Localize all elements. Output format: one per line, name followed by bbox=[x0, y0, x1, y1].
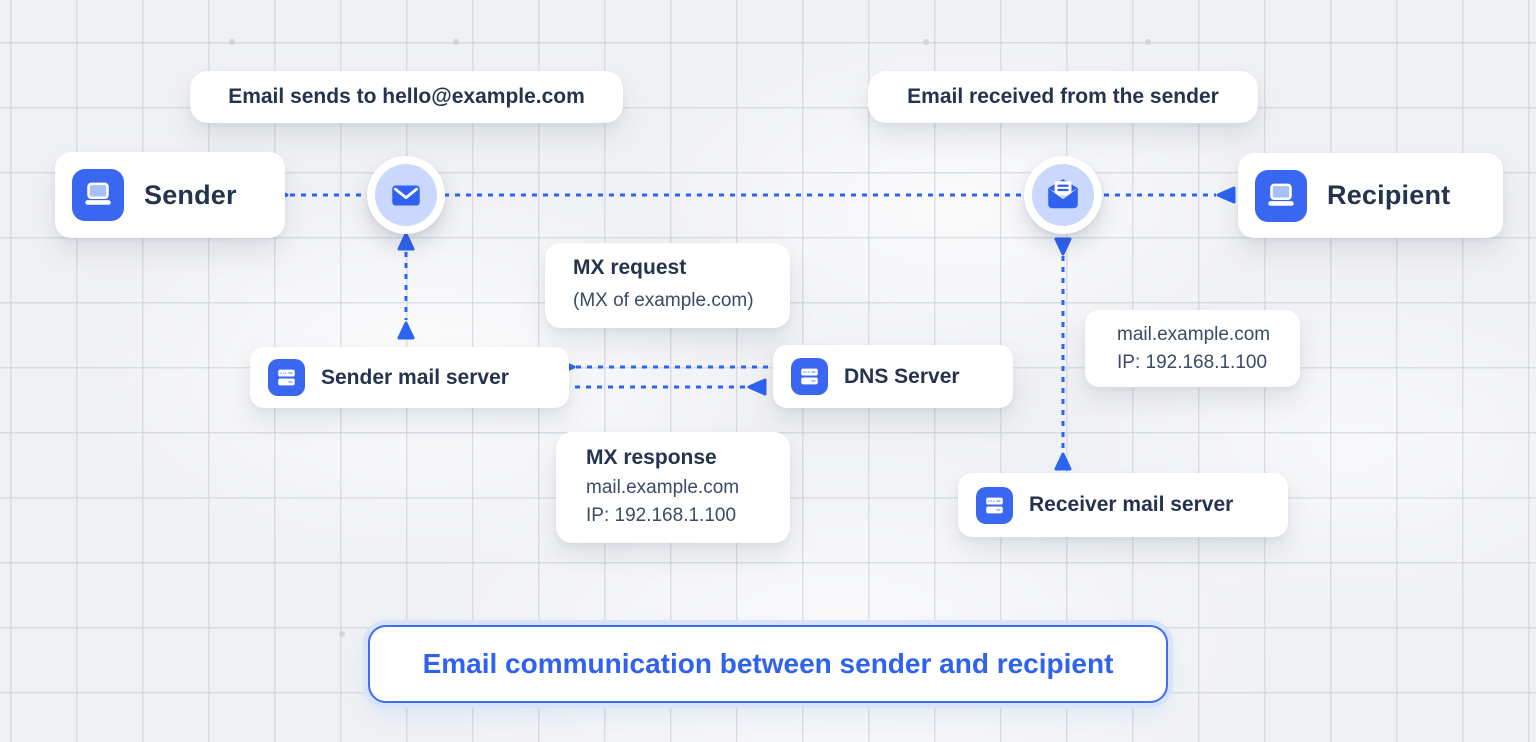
node-receiver-mail-server: Receiver mail server bbox=[958, 473, 1288, 537]
envelope-closed-icon bbox=[375, 164, 437, 226]
node-dns-server-label: DNS Server bbox=[844, 364, 960, 388]
grid-dot bbox=[1145, 39, 1151, 45]
envelope-open-icon bbox=[1032, 164, 1094, 226]
node-receiver-mail-server-label: Receiver mail server bbox=[1029, 493, 1234, 516]
node-dns-server: DNS Server bbox=[773, 345, 1013, 408]
node-sender: Sender bbox=[55, 152, 285, 238]
arrowhead-up-above-sender-mail-server bbox=[397, 321, 415, 340]
laptop-icon bbox=[1255, 169, 1307, 222]
mx-response-ip: IP: 192.168.1.100 bbox=[586, 504, 737, 526]
annotation-email-received-text: Email received from the sender bbox=[907, 85, 1219, 108]
annotation-email-received: Email received from the sender bbox=[868, 71, 1258, 123]
callout-mx-response: MX response mail.example.com IP: 192.168… bbox=[556, 432, 790, 543]
annotation-email-send-text: Email sends to hello@example.com bbox=[228, 85, 585, 108]
node-recipient: Recipient bbox=[1238, 153, 1503, 238]
annotation-email-send: Email sends to hello@example.com bbox=[190, 71, 623, 123]
node-email-received bbox=[1024, 156, 1102, 234]
mx-request-subtitle: (MX of example.com) bbox=[573, 290, 754, 311]
diagram-caption: Email communication between sender and r… bbox=[368, 625, 1168, 703]
callout-mx-request: MX request (MX of example.com) bbox=[545, 243, 790, 328]
laptop-icon bbox=[72, 169, 124, 221]
server-icon bbox=[268, 359, 305, 396]
grid-dot bbox=[229, 39, 235, 45]
arrowhead-up-above-receiver-mail-server bbox=[1054, 452, 1072, 471]
node-sender-mail-server-label: Sender mail server bbox=[321, 365, 509, 389]
server-icon bbox=[791, 358, 828, 395]
mx-request-title: MX request bbox=[573, 256, 687, 279]
mx-response-title: MX response bbox=[586, 445, 717, 469]
node-email-sent bbox=[367, 156, 445, 234]
diagram-caption-text: Email communication between sender and r… bbox=[422, 648, 1114, 679]
arrowhead-left-at-recipient bbox=[1216, 186, 1236, 204]
node-recipient-label: Recipient bbox=[1327, 180, 1451, 210]
mail-info-host: mail.example.com bbox=[1117, 323, 1271, 345]
arrowhead-up-below-envelope bbox=[397, 232, 415, 251]
callout-mail-info: mail.example.com IP: 192.168.1.100 bbox=[1085, 310, 1300, 387]
arrowhead-left-mx-response bbox=[747, 378, 767, 396]
grid-dot bbox=[923, 39, 929, 45]
grid-dot bbox=[453, 39, 459, 45]
mx-response-host: mail.example.com bbox=[586, 476, 740, 498]
server-icon bbox=[976, 486, 1013, 524]
grid-dot bbox=[339, 631, 345, 637]
arrowhead-down-below-open-envelope bbox=[1054, 237, 1072, 256]
mail-info-ip: IP: 192.168.1.100 bbox=[1117, 351, 1268, 373]
node-sender-label: Sender bbox=[144, 179, 237, 210]
node-sender-mail-server: Sender mail server bbox=[250, 347, 569, 408]
